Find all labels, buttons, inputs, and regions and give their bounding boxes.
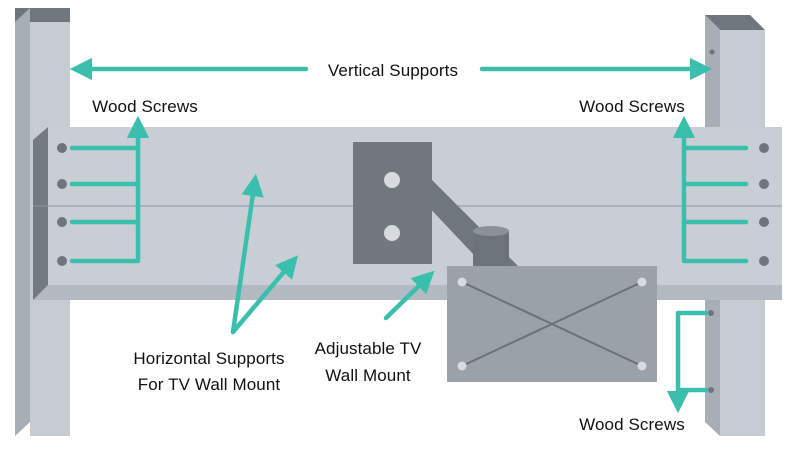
right-post-front-lower bbox=[720, 300, 765, 436]
plate-screw-3 bbox=[457, 361, 467, 371]
screw-right-2 bbox=[759, 179, 769, 189]
wood-screws-top-left-label: Wood Screws bbox=[92, 97, 198, 116]
wood-screws-bottom-right-label: Wood Screws bbox=[579, 415, 685, 434]
screw-right-1 bbox=[759, 143, 769, 153]
left-post-side bbox=[15, 8, 30, 436]
plate-brace-2 bbox=[461, 281, 643, 367]
bracket-plate bbox=[353, 142, 432, 264]
right-post-lower-side bbox=[705, 300, 720, 436]
right-screws-bracket bbox=[681, 145, 749, 264]
vertical-supports-label: Vertical Supports bbox=[328, 61, 458, 80]
plate-screw-4 bbox=[637, 361, 647, 371]
horizontal-supports-label-line2: For TV Wall Mount bbox=[138, 375, 281, 394]
horizontal-supports-label-line1: Horizontal Supports bbox=[133, 349, 284, 368]
right-vertical-post bbox=[705, 15, 765, 130]
screw-right-3 bbox=[759, 217, 769, 227]
screw-left-1 bbox=[57, 143, 67, 153]
plate-screw-1 bbox=[457, 277, 467, 287]
plate-screw-2 bbox=[637, 277, 647, 287]
beam-screws bbox=[57, 143, 769, 266]
lower-screws-bracket bbox=[675, 310, 709, 393]
horizontal-supports-arrow-1 bbox=[230, 173, 264, 335]
adjustable-mount-label-line2: Wall Mount bbox=[325, 366, 411, 385]
wood-screws-top-right-label: Wood Screws bbox=[579, 97, 685, 116]
lower-screw-1 bbox=[708, 310, 714, 316]
beam-left-end bbox=[33, 127, 48, 300]
callout-arrows bbox=[69, 57, 749, 414]
right-post-nail bbox=[709, 49, 715, 55]
horizontal-supports-arrow-2 bbox=[230, 255, 299, 335]
screw-left-4 bbox=[57, 256, 67, 266]
right-vertical-post-lower bbox=[705, 300, 765, 436]
screw-left-3 bbox=[57, 217, 67, 227]
right-post-side bbox=[705, 15, 720, 130]
wall-bracket bbox=[353, 142, 520, 272]
pivot-cylinder-top bbox=[473, 226, 509, 236]
tv-mount-plate bbox=[447, 266, 657, 382]
lower-screw-2 bbox=[708, 387, 714, 393]
right-post-front-upper bbox=[720, 30, 765, 130]
bracket-hole-2 bbox=[384, 225, 400, 241]
right-post-top bbox=[705, 15, 765, 30]
screw-left-2 bbox=[57, 179, 67, 189]
screw-right-4 bbox=[759, 256, 769, 266]
adjustable-mount-arrow bbox=[383, 270, 435, 321]
pivot-cylinder-body bbox=[473, 231, 509, 267]
left-screws-bracket bbox=[69, 145, 141, 264]
adjustable-mount-label-line1: Adjustable TV bbox=[315, 339, 422, 358]
bracket-hole-1 bbox=[384, 172, 400, 188]
